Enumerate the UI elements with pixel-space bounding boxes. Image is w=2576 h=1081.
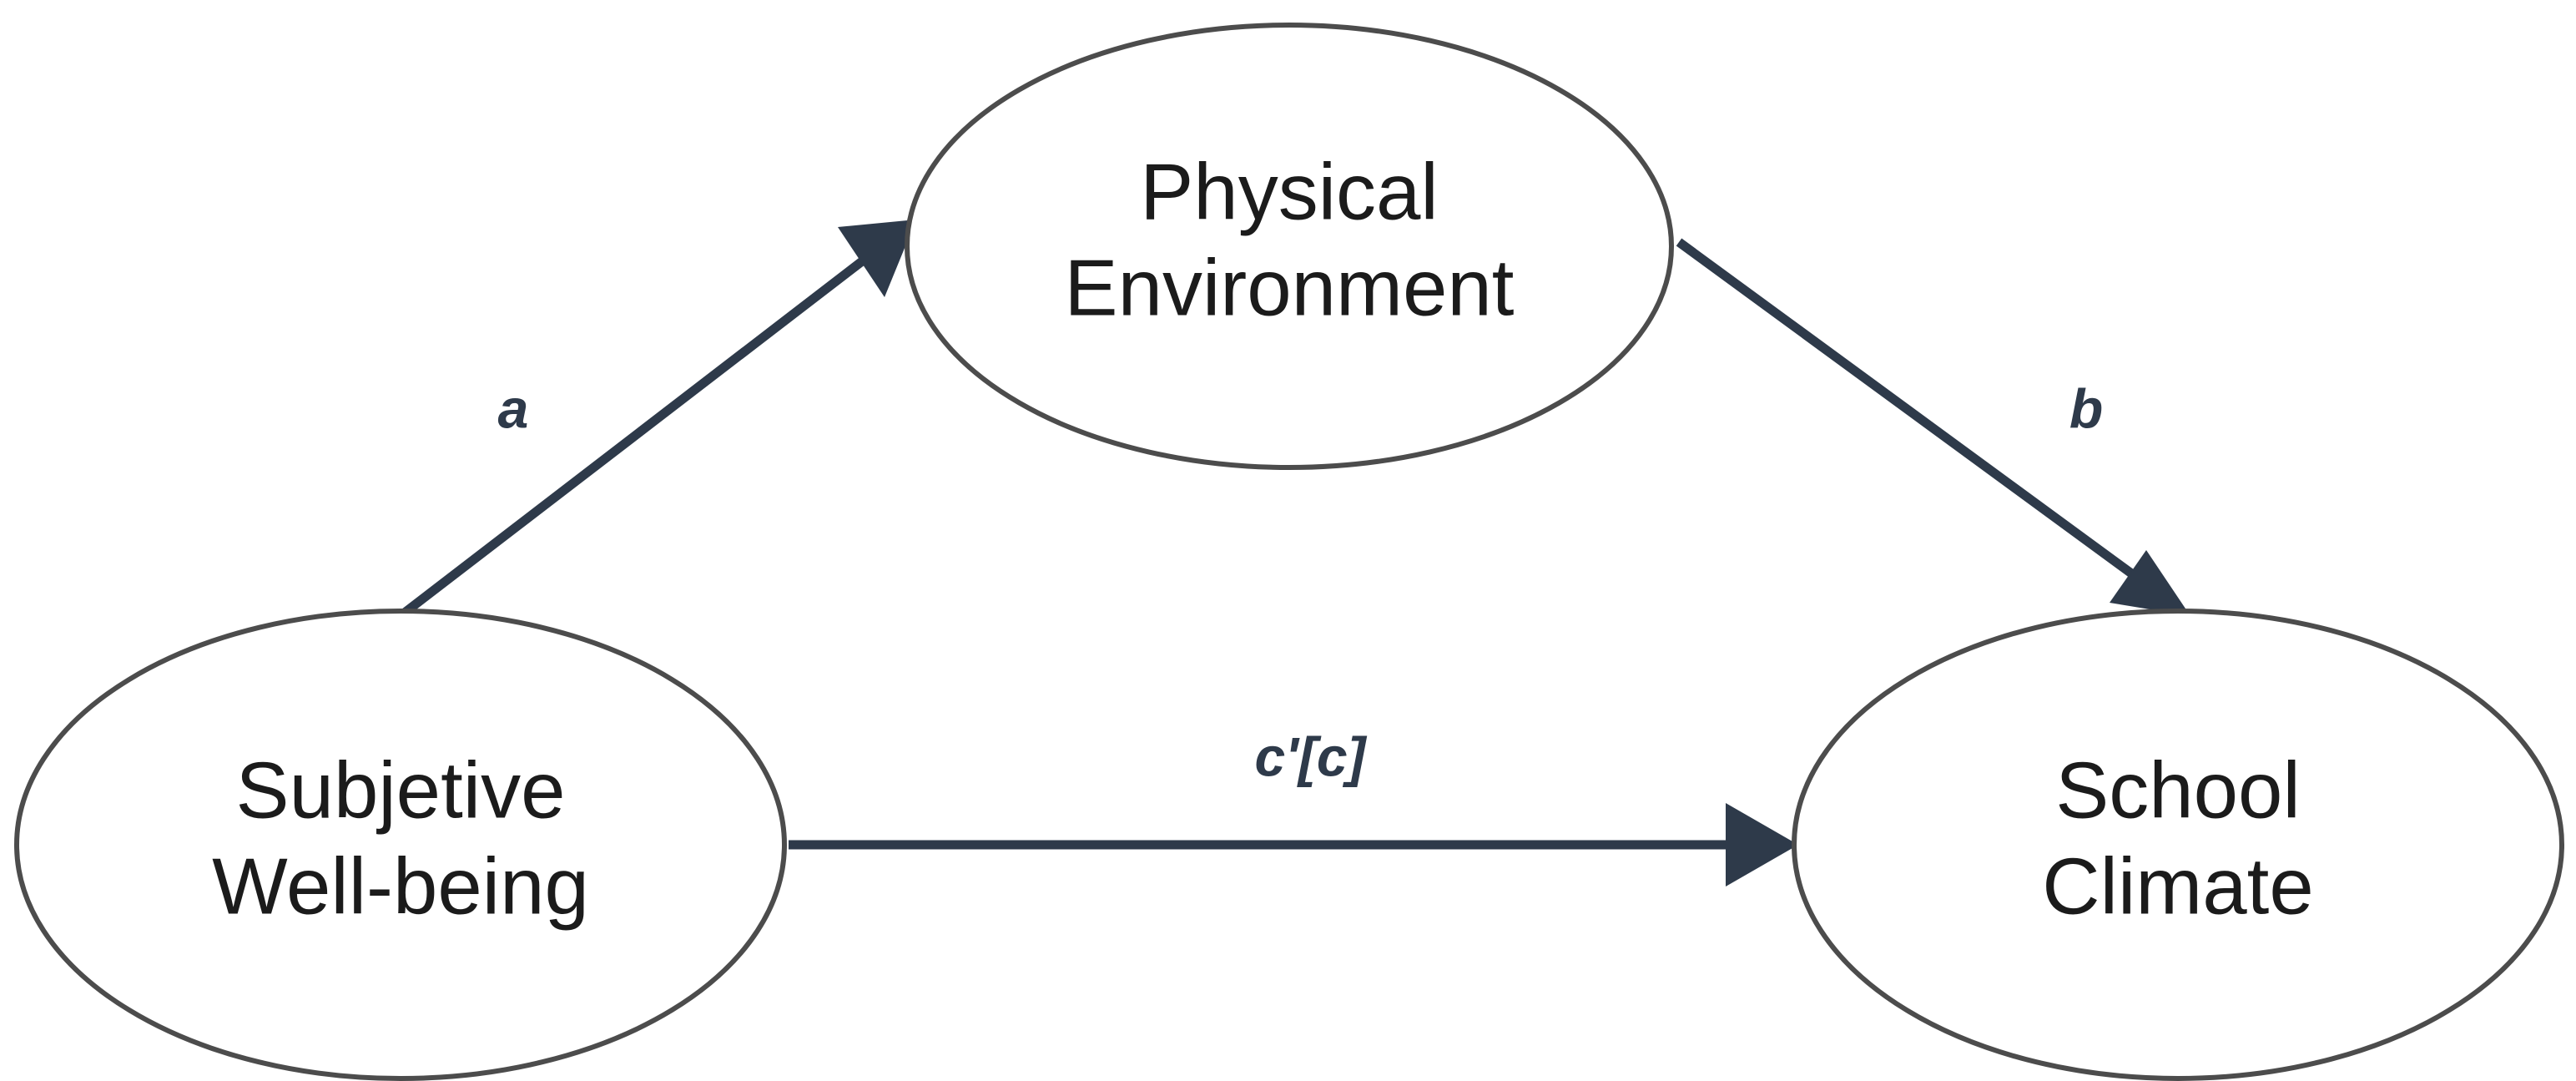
path-b-arrowhead-icon [2110,550,2190,616]
path-b-group[interactable]: b [1676,238,2190,616]
path-c-prime-arrowhead-icon [1726,803,1798,887]
node-school-climate-label-line1: School [2055,745,2301,835]
path-a-group[interactable]: a [395,220,916,622]
node-physical-environment-ellipse [905,23,1674,470]
path-b-line [1676,238,2150,588]
path-c-prime-label: c'[c] [1254,725,1367,787]
node-subjetive-well-being-label-line1: Subjetive [236,745,566,835]
node-subjetive-well-being-label-line2: Well-being [212,841,589,931]
node-school-climate-label-line2: Climate [2042,841,2313,931]
node-school-climate-ellipse [1792,609,2564,1081]
path-a-arrowhead-icon [838,220,916,297]
node-physical-environment-label-line1: Physical [1140,147,1438,236]
path-b-label: b [2069,377,2103,439]
path-c-prime-group[interactable]: c'[c] [789,725,1798,887]
node-physical-environment-label-line2: Environment [1065,243,1515,332]
node-physical-environment[interactable]: Physical Environment [905,23,1674,470]
path-a-line [395,246,880,622]
node-subjetive-well-being-ellipse [14,609,787,1081]
node-school-climate[interactable]: School Climate [1792,609,2564,1081]
path-a-label: a [498,377,529,439]
node-subjetive-well-being[interactable]: Subjetive Well-being [14,609,787,1081]
